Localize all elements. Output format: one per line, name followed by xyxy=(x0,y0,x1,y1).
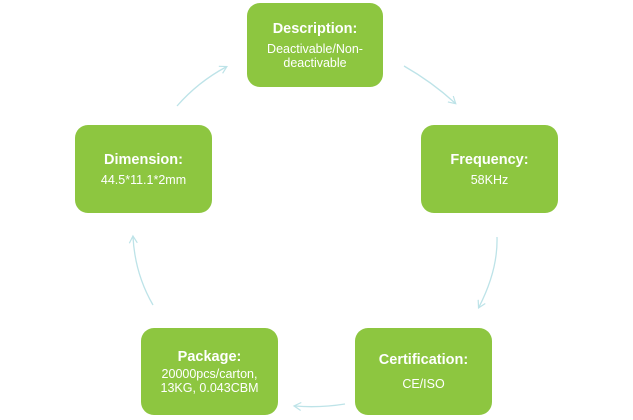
arrow-description-to-frequency xyxy=(403,65,457,105)
certification-text: CE/ISO xyxy=(402,377,445,391)
certification-node: Certification: CE/ISO xyxy=(355,328,492,415)
arrow-certification-to-package xyxy=(292,401,346,411)
frequency-title: Frequency: xyxy=(450,151,529,168)
package-text: 20000pcs/carton, 13KG, 0.043CBM xyxy=(160,366,259,395)
dimension-text: 44.5*11.1*2mm xyxy=(100,172,187,187)
dimension-node: Dimension: 44.5*11.1*2mm xyxy=(75,125,212,213)
description-title: Description: xyxy=(272,20,358,37)
dimension-title: Dimension: xyxy=(104,151,183,168)
description-text: Deactivable/Non-deactivable xyxy=(267,41,363,70)
frequency-text: 58KHz xyxy=(470,172,509,187)
arrow-dimension-to-description xyxy=(176,65,228,107)
frequency-node: Frequency: 58KHz xyxy=(421,125,558,213)
description-node: Description: Deactivable/Non-deactivable xyxy=(247,3,383,87)
arrow-package-to-dimension xyxy=(128,234,154,306)
arrow-frequency-to-certification xyxy=(477,236,498,309)
certification-title: Certification: xyxy=(378,352,469,368)
package-title: Package: xyxy=(177,348,242,365)
package-node: Package: 20000pcs/carton, 13KG, 0.043CBM xyxy=(141,328,278,415)
